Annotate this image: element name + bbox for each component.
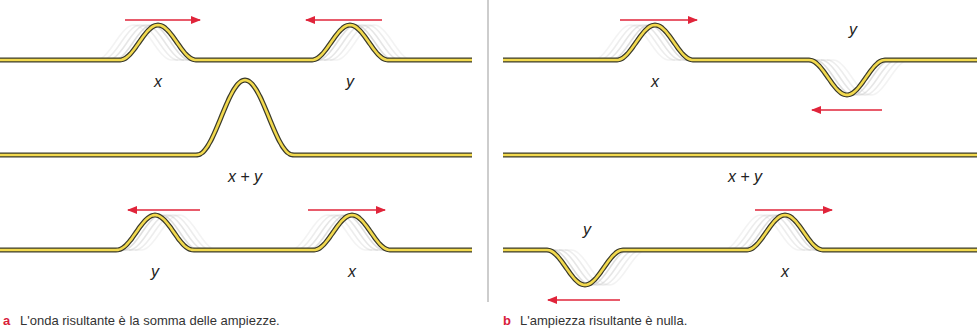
direction-arrow	[306, 19, 382, 21]
rope-outline	[0, 215, 472, 250]
rope	[503, 25, 977, 95]
rope-core	[0, 80, 472, 155]
rope-outline	[503, 215, 977, 285]
direction-arrow	[548, 299, 620, 301]
rope-outline	[503, 25, 977, 95]
panel-divider	[487, 0, 489, 302]
pulse-label: x	[781, 264, 789, 280]
pulse-label: x	[348, 264, 356, 280]
rope-outline	[0, 80, 472, 155]
pulse-label: y	[151, 264, 159, 280]
caption-letter: a	[3, 314, 10, 327]
rope	[0, 25, 472, 60]
pulse-label: y	[849, 22, 857, 38]
rope-outline	[503, 153, 977, 158]
rope	[0, 80, 472, 155]
direction-arrow	[128, 209, 200, 211]
direction-arrow	[620, 19, 697, 21]
pulse-label: y	[346, 74, 354, 90]
rope-core	[0, 25, 472, 60]
rope-core	[503, 25, 977, 95]
direction-arrow	[755, 209, 832, 211]
sum-label: x + y	[728, 169, 762, 185]
rope	[503, 155, 977, 156]
rope-core	[0, 215, 472, 250]
rope-core	[503, 154, 977, 157]
sum-label: x + y	[228, 169, 262, 185]
rope-core	[503, 215, 977, 285]
pulse-label: y	[583, 222, 591, 238]
caption-letter: b	[503, 314, 511, 327]
pulse-label: x	[651, 74, 659, 90]
pulse-label: x	[154, 74, 162, 90]
rope	[503, 215, 977, 285]
direction-arrow	[812, 109, 882, 111]
caption-text: L'onda risultante è la somma delle ampie…	[20, 314, 280, 327]
caption-text: L'ampiezza risultante è nulla.	[520, 314, 687, 327]
rope-outline	[0, 25, 472, 60]
rope	[0, 215, 472, 250]
direction-arrow	[125, 19, 200, 21]
direction-arrow	[308, 209, 385, 211]
